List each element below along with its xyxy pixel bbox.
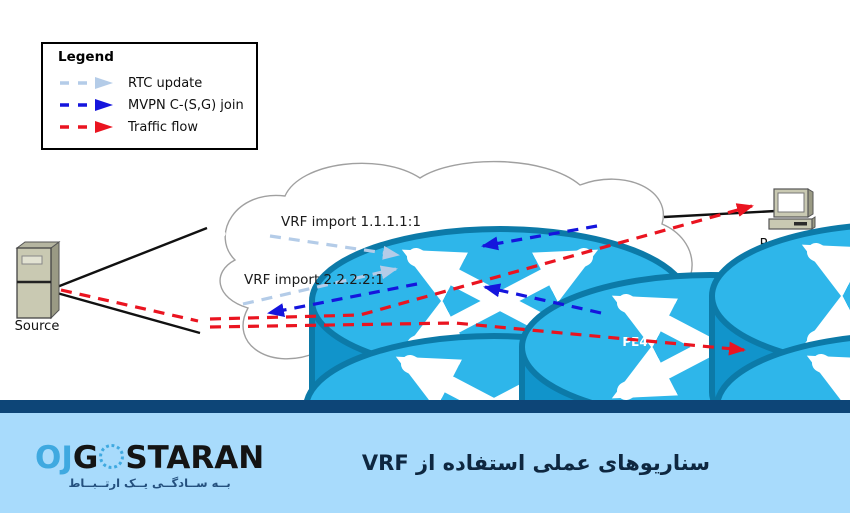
node-rr: RR [431,275,850,400]
legend-label-mvpn: MVPN C-(S,G) join [128,97,244,113]
traffic-source-pe2 [60,288,199,323]
logo-staran-text: STARAN [125,440,265,476]
mvpn-join-arrows [267,224,602,317]
vrf-import-1-label: VRF import 1.1.1.1:1 [281,214,421,230]
rr-label: RR [431,275,449,289]
logo-oj-text: OJ [35,440,73,476]
pe2-label: PE2 [211,336,236,350]
server-icon [15,240,61,320]
node-source: Source [15,240,61,334]
legend-item-rtc-update: RTC update [58,72,244,94]
legend-item-traffic-flow: Traffic flow [58,116,244,138]
legend-label-rtc: RTC update [128,75,203,91]
rtc-arrow-pe2-rr [242,265,398,306]
legend: Legend RTC update MVPN C-(S,G) join Traf… [41,42,258,150]
computer-icon [768,188,816,230]
legend-item-mvpn-join: MVPN C-(S,G) join [58,94,244,116]
rtc-update-arrow-icon [60,77,113,89]
mvpn-arrow-pe3-rr [481,224,598,251]
legend-label-traffic: Traffic flow [128,119,198,135]
traffic-pe2-receiver1 [209,203,754,321]
pe3-label: PE3 [617,224,642,238]
node-pe3: PE3 [617,224,850,400]
vrf-import-2-label: VRF import 2.2.2.2:1 [244,272,384,288]
banner-title: سناریوهای عملی استفاده از VRF [361,451,710,475]
dotted-globe-o-icon [99,444,125,469]
network-diagram: Source Receiver 1 Receiver 2 PE1 PE2 RR … [15,160,850,400]
footer-banner [0,413,850,513]
traffic-flow-arrow-icon [60,121,113,133]
link-source-pe2 [56,291,201,335]
rtc-arrow-pe1-rr [269,234,400,260]
node-pe1: PE1 [217,229,688,400]
mvpn-arrow-rr-pe2 [267,282,418,317]
traffic-flow-arrows [60,203,754,356]
footer-divider-bar [0,400,850,413]
mvpn-arrow-pe4-rr [483,283,602,315]
brand-tagline: بــه ســادگــی یــک ارتــبــاط [68,476,231,490]
brand-logo: OJG STARAN بــه ســادگــی یــک ارتــبــاط [35,443,264,490]
link-source-pe1 [56,226,208,289]
legend-title: Legend [58,49,114,65]
node-pe2: PE2 [211,336,682,400]
pe4-label: PE4 [622,335,647,349]
mvpn-join-arrow-icon [60,99,113,111]
pe1-label: PE1 [217,229,242,243]
logo-g-text: G [72,440,99,476]
source-label: Source [15,319,60,334]
traffic-pe2-receiver2 [209,321,746,356]
rtc-update-arrows [242,234,400,306]
brand-logo-wordmark: OJG STARAN [35,443,264,474]
